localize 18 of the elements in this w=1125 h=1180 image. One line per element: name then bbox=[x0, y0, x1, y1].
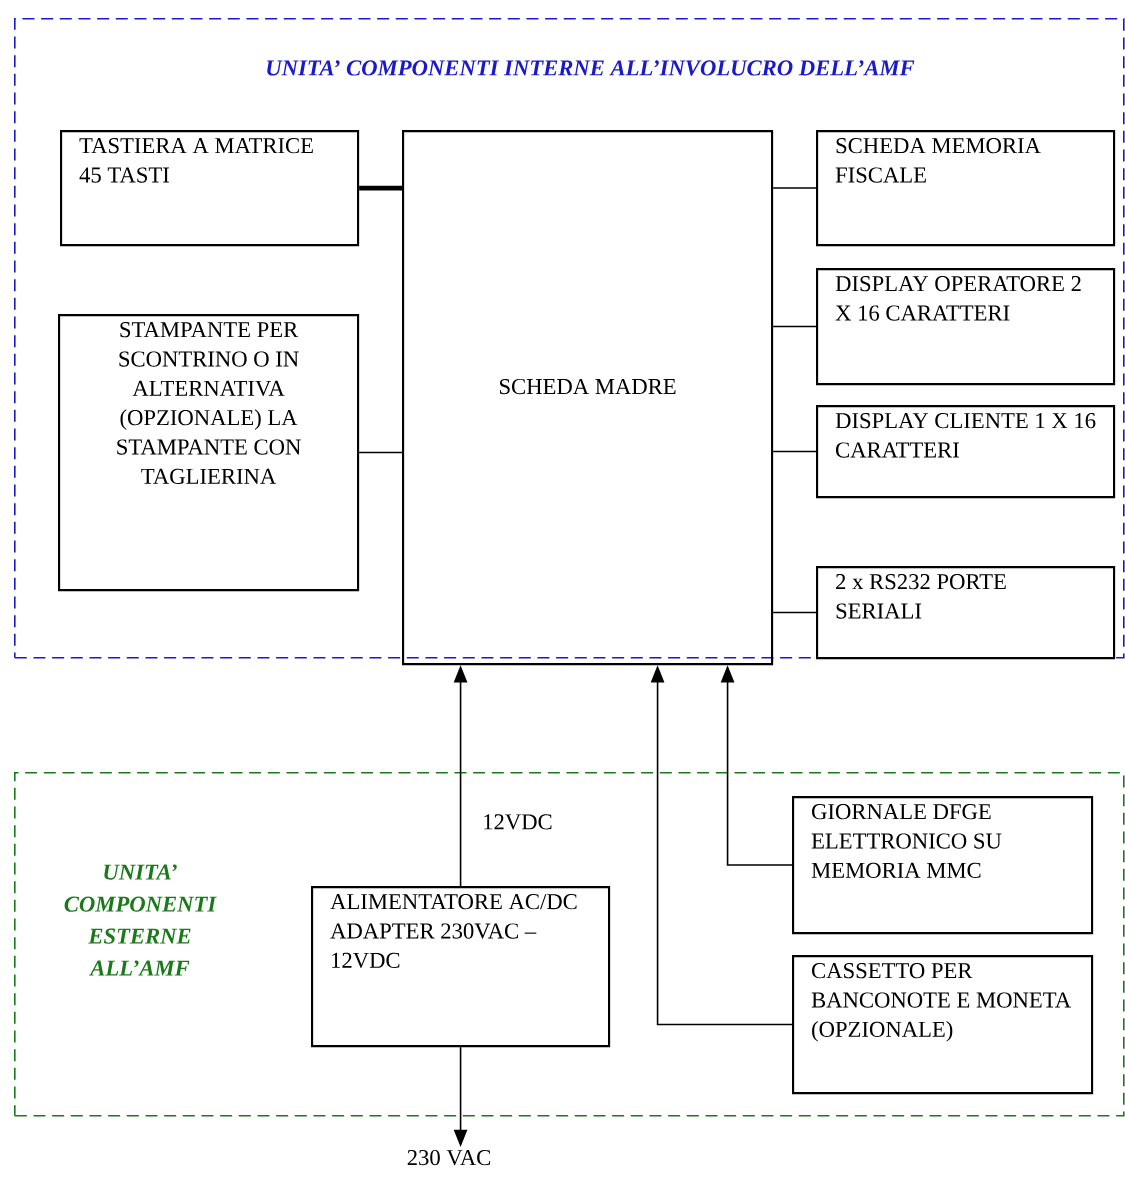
component-box: ALIMENTATORE AC/DC ADAPTER 230VAC – 12VDC bbox=[311, 886, 611, 1048]
component-box: GIORNALE DFGE ELETTRONICO SU MEMORIA MMC bbox=[792, 796, 1094, 935]
board-box: SCHEDA MADRE bbox=[402, 130, 774, 666]
connector bbox=[772, 325, 817, 328]
component-box: DISPLAY OPERATORE 2 X 16 CARATTERI bbox=[816, 268, 1116, 386]
component-box: 2 x RS232 PORTE SERIALI bbox=[816, 566, 1116, 660]
connector bbox=[772, 611, 817, 614]
component-box: CASSETTO PER BANCONOTE E MONETA (OPZIONALE) bbox=[792, 955, 1094, 1095]
connector bbox=[772, 450, 817, 453]
component-box: TASTIERA A MATRICE 45 TASTI bbox=[60, 130, 360, 247]
connector bbox=[358, 451, 403, 454]
component-box: STAMPANTE PER SCONTRINO O IN ALTERNATIVA (OPZIONALE) LA STAMPANTE CON TAGLIERINA bbox=[58, 314, 360, 592]
edge-label: 12VDC bbox=[479, 811, 556, 833]
component-box: DISPLAY CLIENTE 1 X 16 CARATTERI bbox=[816, 405, 1116, 499]
component-box: SCHEDA MEMORIA FISCALE bbox=[816, 130, 1116, 247]
connector bbox=[772, 187, 817, 189]
connector bbox=[359, 185, 402, 191]
voltage-label: 230 VAC bbox=[407, 1149, 491, 1166]
